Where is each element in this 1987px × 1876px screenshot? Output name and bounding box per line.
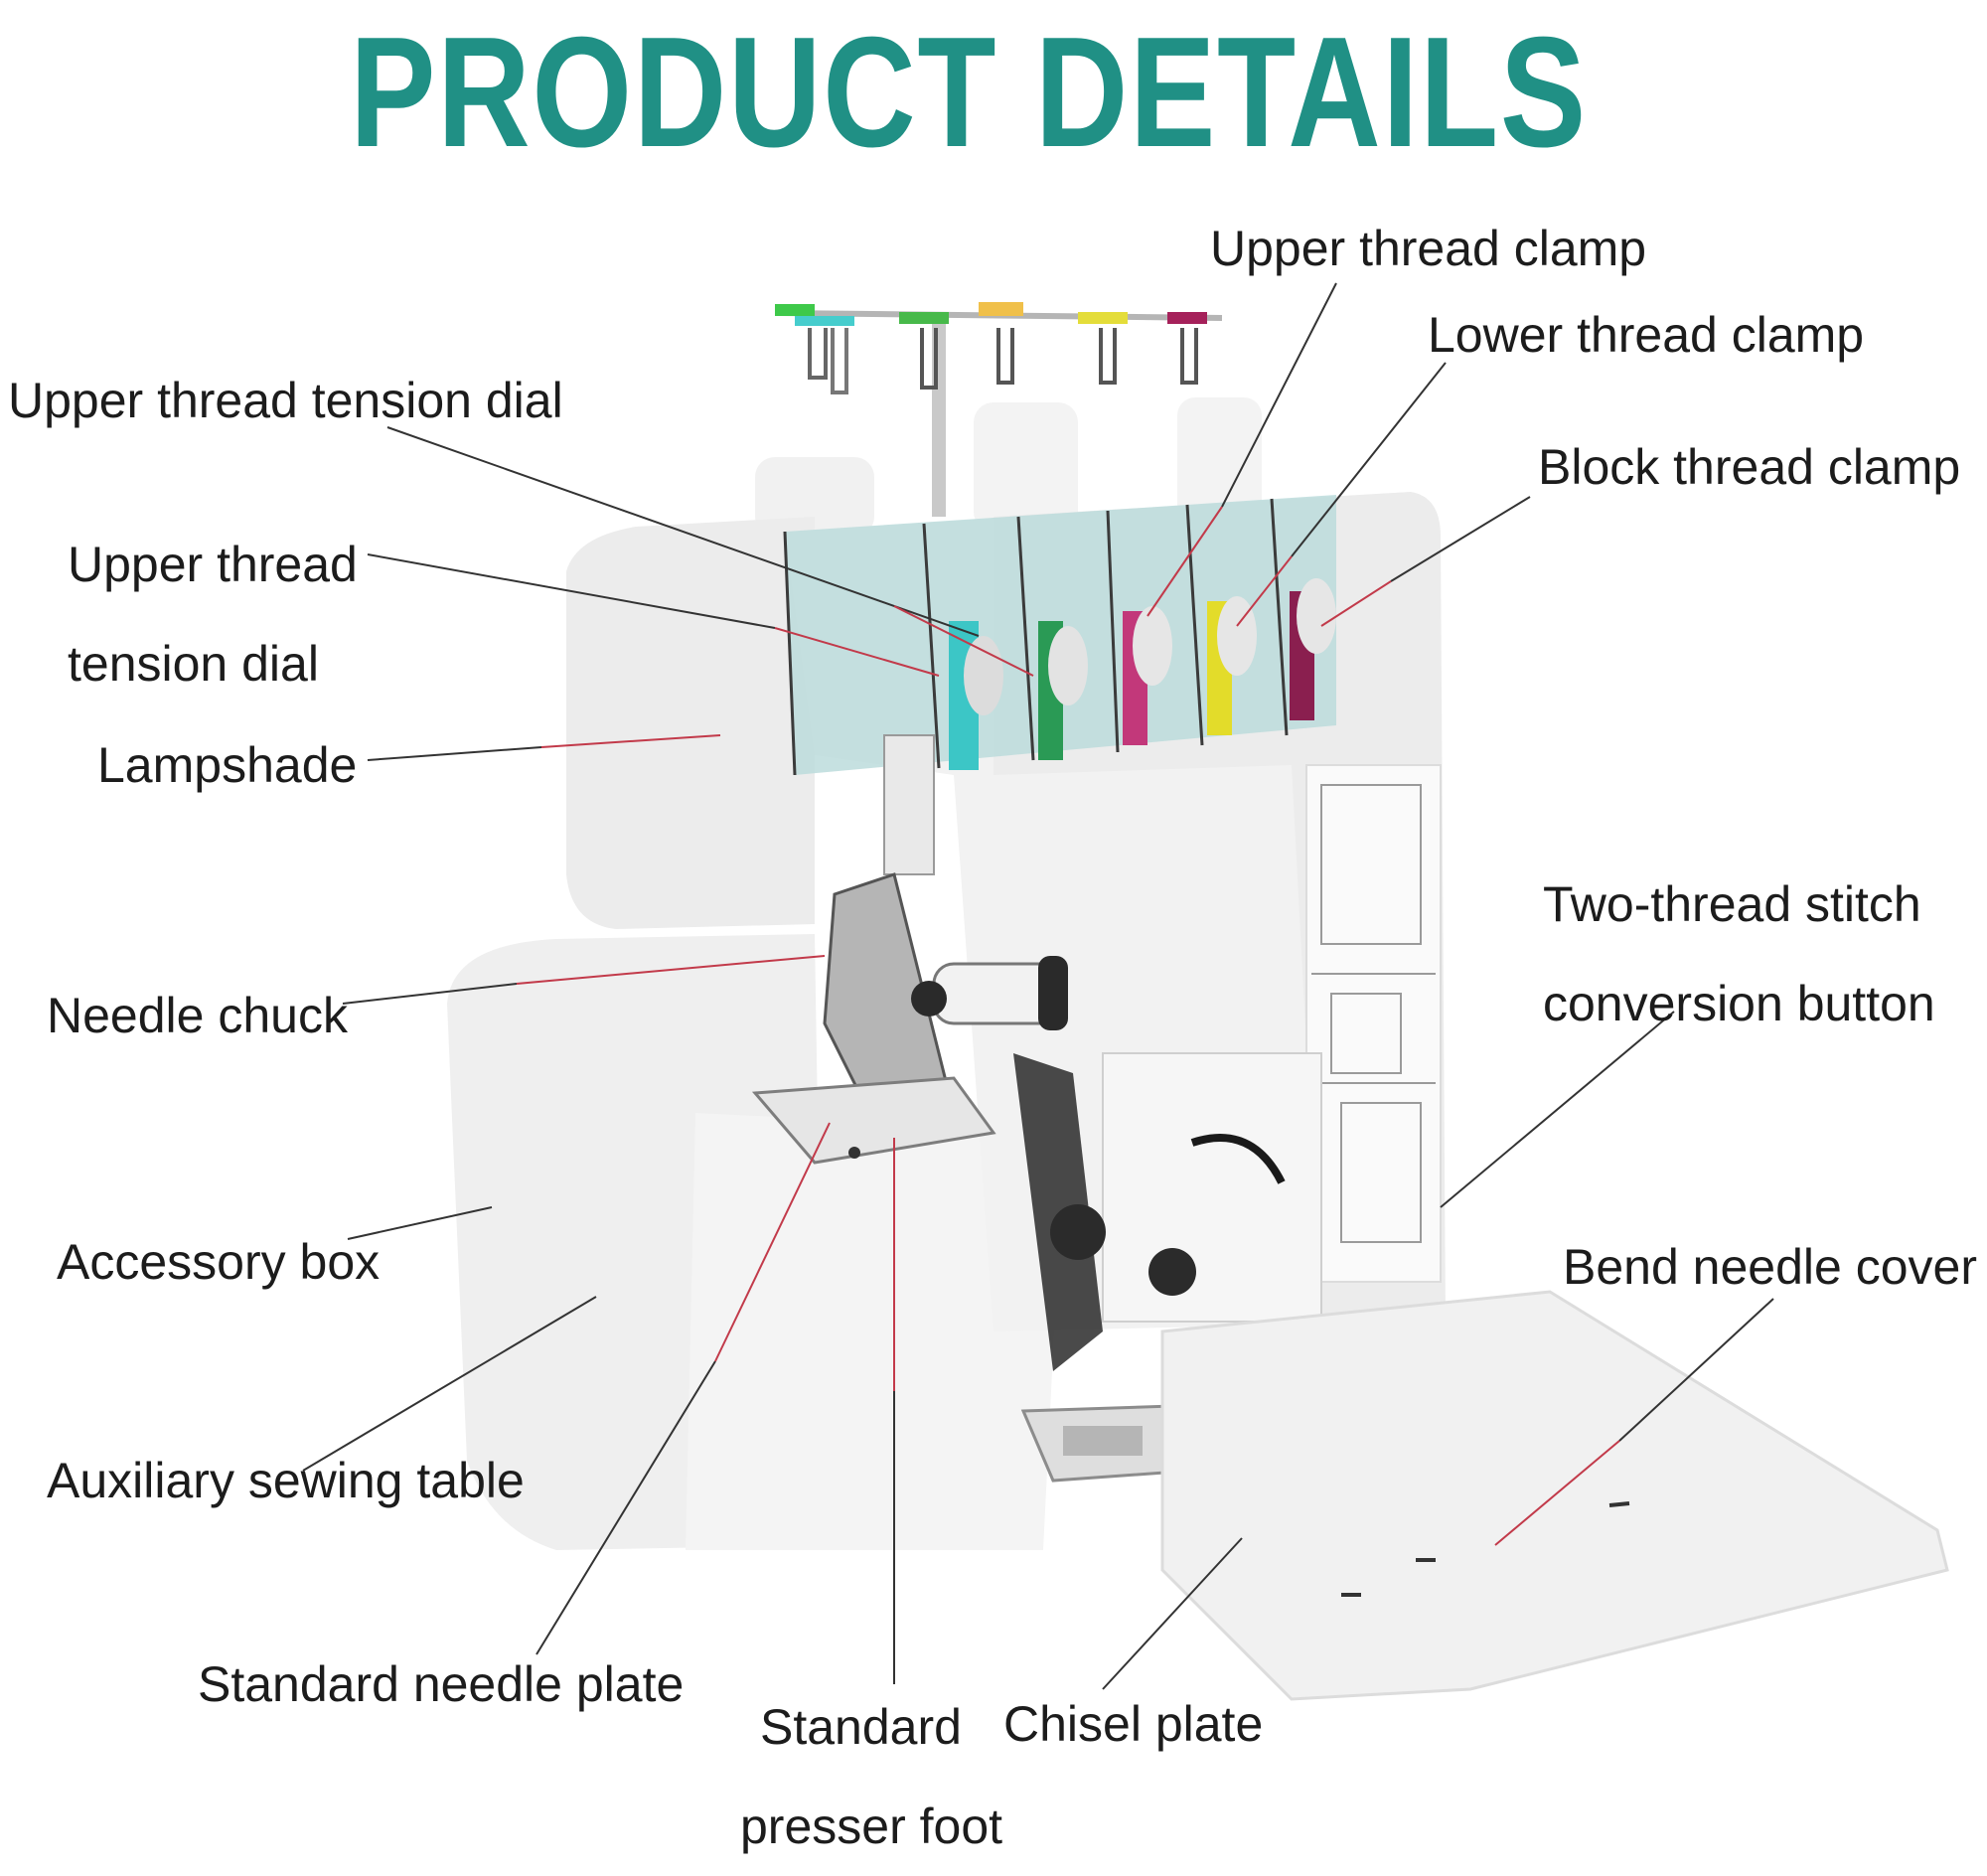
leader-lampshade bbox=[367, 746, 542, 761]
label-upper-thread-tension-dial: Upper thread tension dial bbox=[8, 373, 563, 428]
leader-upper-thread-clamp-tip bbox=[1146, 506, 1223, 617]
label-standard-presser-foot-line2: presser foot bbox=[740, 1798, 1003, 1854]
leader-lower-thread-clamp bbox=[1291, 362, 1447, 557]
label-auxiliary-sewing-table: Auxiliary sewing table bbox=[47, 1453, 525, 1508]
leader-block-thread-clamp-tip bbox=[1320, 580, 1392, 627]
leader-upper-thread-tension-dial-2 bbox=[367, 553, 776, 629]
leader-needle-chuck-tip bbox=[516, 955, 826, 985]
leader-upper-thread-tension-dial-2-tip bbox=[774, 627, 940, 677]
leader-upper-thread-tension-dial-1-tip bbox=[893, 605, 1034, 677]
label-needle-chuck: Needle chuck bbox=[47, 988, 348, 1043]
label-bend-needle-cover: Bend needle cover bbox=[1563, 1239, 1977, 1295]
label-lampshade: Lampshade bbox=[97, 737, 358, 793]
label-standard-needle-plate: Standard needle plate bbox=[198, 1656, 685, 1712]
page-title: PRODUCT DETAILS bbox=[350, 5, 1588, 180]
label-chisel-plate: Chisel plate bbox=[1003, 1696, 1264, 1752]
leader-needle-chuck bbox=[342, 983, 518, 1005]
label-upper-thread-clamp: Upper thread clamp bbox=[1210, 221, 1647, 276]
label-lower-thread-clamp: Lower thread clamp bbox=[1428, 307, 1865, 363]
leader-accessory-box bbox=[347, 1206, 493, 1240]
leader-lines bbox=[302, 282, 1774, 1690]
leader-lower-thread-clamp-tip bbox=[1236, 555, 1293, 627]
label-two-thread-stitch-conversion-button: Two-thread stitch conversion button bbox=[1543, 855, 1935, 1053]
label-upper-thread-tension-dial-2: Upper thread tension dial bbox=[68, 515, 358, 713]
label-standard-presser-foot: Standard presser foot bbox=[740, 1677, 1002, 1876]
label-upper-thread-tension-dial-2-line2: tension dial bbox=[68, 636, 319, 692]
leader-standard-needle-plate bbox=[535, 1360, 716, 1655]
leader-auxiliary-sewing-table bbox=[302, 1296, 597, 1472]
leader-block-thread-clamp bbox=[1390, 496, 1531, 582]
leader-standard-needle-plate-tip bbox=[714, 1122, 831, 1362]
thread-stand bbox=[775, 302, 1223, 517]
leader-bend-needle-cover bbox=[1618, 1298, 1774, 1442]
leader-upper-thread-clamp bbox=[1221, 282, 1337, 508]
label-block-thread-clamp: Block thread clamp bbox=[1538, 439, 1961, 495]
leader-bend-needle-cover-tip bbox=[1494, 1440, 1620, 1546]
label-two-thread-stitch-line1: Two-thread stitch bbox=[1543, 876, 1921, 932]
leader-chisel-plate bbox=[1102, 1537, 1243, 1690]
label-accessory-box: Accessory box bbox=[57, 1234, 381, 1290]
label-upper-thread-tension-dial-2-line1: Upper thread bbox=[68, 537, 358, 592]
leader-two-thread-stitch bbox=[1440, 1011, 1675, 1208]
label-standard-presser-foot-line1: Standard bbox=[760, 1699, 962, 1755]
leader-upper-thread-tension-dial-1 bbox=[386, 426, 980, 637]
leader-lampshade-tip bbox=[540, 734, 721, 748]
label-two-thread-stitch-line2: conversion button bbox=[1543, 976, 1935, 1031]
